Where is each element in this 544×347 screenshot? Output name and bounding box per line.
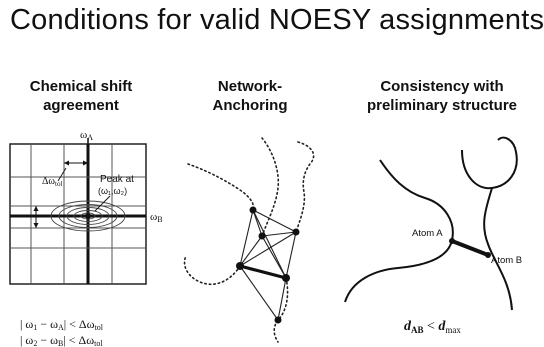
noe-link (239, 265, 279, 321)
noe-link (277, 277, 287, 321)
arrowhead (33, 223, 39, 228)
noe-link-bold (239, 264, 287, 280)
noe-link (239, 235, 263, 267)
atom-b-dot (485, 252, 491, 258)
peak-coords: (ω₁,ω₂) (98, 186, 127, 196)
chain-dotted (187, 163, 255, 211)
structure-panel (344, 136, 518, 311)
noe-link (239, 209, 254, 267)
condition-2: | ω2 − ωB| < Δωtol (20, 333, 103, 347)
noe-link (261, 231, 297, 237)
spectrum-panel (9, 138, 147, 285)
tolerance-label: Δωtol (42, 176, 62, 188)
noe-link (239, 231, 297, 267)
peak-contour (58, 204, 118, 228)
heading-line: preliminary structure (366, 97, 518, 114)
callout-line (57, 167, 67, 182)
peak-center (85, 213, 91, 219)
chain-dotted (273, 277, 289, 343)
peak-contour (66, 207, 110, 225)
axis-right-label: ωB (150, 211, 163, 224)
arrowhead (33, 206, 39, 211)
chain-dotted (183, 255, 241, 286)
heading-chemical-shift: Chemical shift agreement (6, 77, 156, 115)
backbone-curve (461, 136, 518, 190)
atom-a-label: Atom A (412, 228, 443, 239)
network-node (292, 228, 300, 236)
distance-bond (451, 239, 489, 257)
peak-contour (50, 200, 126, 232)
peak-label: Peak at (100, 174, 134, 185)
atom-a-dot (449, 238, 455, 244)
heading-line: Network- (217, 78, 283, 95)
heading-line: Consistency with (380, 78, 504, 95)
chain-dotted (295, 141, 315, 233)
distance-inequality: dAB < dmax (404, 319, 461, 335)
heading-consistency: Consistency with preliminary structure (342, 77, 542, 115)
arrowhead (83, 160, 88, 166)
backbone-curve (483, 187, 513, 311)
heading-line: Anchoring (212, 97, 288, 114)
noe-link (252, 209, 263, 237)
noe-link (252, 209, 287, 279)
heading-network-anchoring: Network- Anchoring (190, 77, 310, 115)
spectrum-frame (9, 143, 147, 285)
network-panel (183, 137, 315, 343)
network-node (236, 262, 244, 270)
arrowhead (64, 160, 69, 166)
heading-line: agreement (43, 97, 119, 114)
condition-1: | ω1 − ωA| < Δωtol (20, 317, 104, 332)
axis-top-label: ωA (80, 129, 93, 142)
noe-link (261, 235, 287, 279)
atom-b-label: Atom B (491, 255, 522, 266)
noe-link (252, 209, 297, 233)
network-node (249, 206, 257, 214)
slide-title: Conditions for valid NOESY assignments (10, 4, 544, 36)
chain-dotted (261, 137, 280, 237)
heading-line: Chemical shift (29, 78, 133, 95)
network-node (274, 316, 282, 324)
noe-link (285, 231, 297, 279)
network-node (258, 232, 266, 240)
callout-line (94, 195, 111, 212)
peak-contour (73, 210, 103, 222)
network-node (282, 274, 290, 282)
